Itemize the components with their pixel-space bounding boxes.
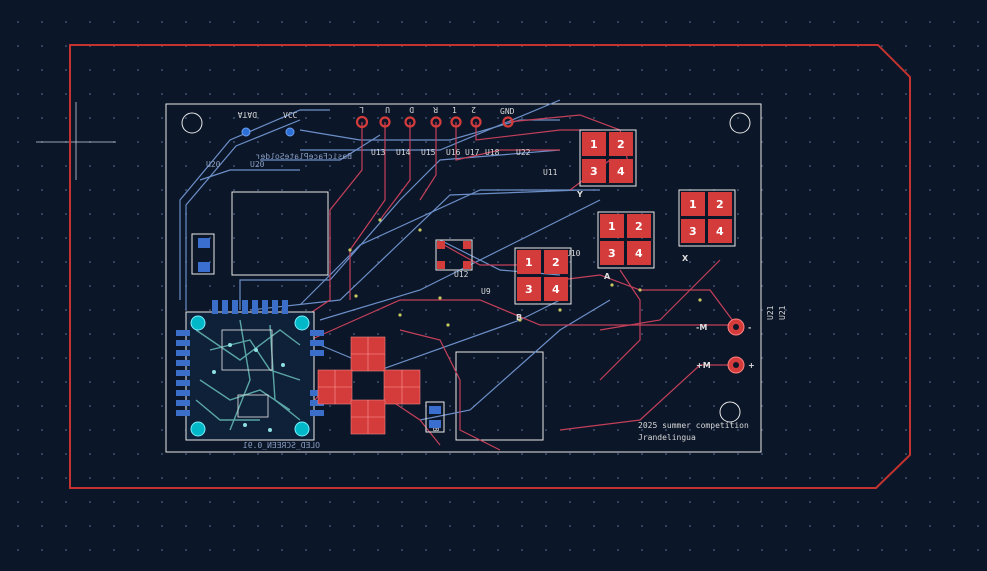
oled-screen-label: OLED_SCREEN_0.91: [243, 441, 320, 450]
button-footprint-y[interactable]: 1 2 3 4: [579, 129, 637, 187]
back-silkscreen: BasicFacePlateSolder U20 U20 OLED_SCREEN…: [206, 152, 352, 450]
header-pin-labels: DATA VCC L U D R 1 2 GND: [238, 105, 515, 120]
credit-line-2: Jrandelingua: [638, 433, 696, 442]
pin-label-1: 1: [452, 106, 457, 115]
pin-label-data: DATA: [238, 110, 257, 119]
svg-text:2: 2: [716, 198, 724, 211]
ref-u13: U13: [371, 148, 386, 157]
svg-text:1: 1: [590, 138, 598, 151]
svg-text:3: 3: [590, 165, 598, 178]
pin-label-vcc: VCC: [283, 111, 298, 120]
microcontroller-module[interactable]: [176, 300, 324, 441]
power-pads[interactable]: [727, 318, 745, 374]
label-b: B: [516, 313, 522, 322]
pin-label-gnd: GND: [500, 107, 515, 116]
crosshair-cursor-icon: [36, 102, 116, 180]
ref-u10: U10: [566, 249, 581, 258]
svg-text:3: 3: [608, 247, 616, 260]
ref-u22: U22: [516, 148, 531, 157]
power-labels: -M +M - +: [696, 323, 755, 370]
reference-designators: U13 U14 U15 U16 U17 U18 U22 U11 U12 U9 U…: [371, 148, 787, 432]
component-outline-top: [231, 191, 329, 276]
mounting-holes: [181, 112, 751, 423]
ref-u21-a: U21: [766, 305, 775, 320]
scattered-vias: [348, 218, 702, 327]
credit-line-1: 2025 summer competition: [638, 421, 749, 430]
label-minus: -: [748, 323, 751, 332]
svg-text:3: 3: [689, 225, 697, 238]
svg-text:2: 2: [617, 138, 625, 151]
connector-footprint-u8[interactable]: [425, 401, 445, 433]
ref-u14: U14: [396, 148, 411, 157]
ref-u11: U11: [543, 168, 558, 177]
ref-u17: U17: [465, 148, 480, 157]
svg-text:4: 4: [716, 225, 724, 238]
ref-u15: U15: [421, 148, 436, 157]
dpad-pad-details: [318, 337, 420, 434]
component-outline-bottom: [455, 351, 544, 441]
pin-label-r: R: [433, 105, 438, 114]
connector-footprint-left[interactable]: [191, 233, 215, 275]
svg-text:1: 1: [608, 220, 616, 233]
svg-text:3: 3: [525, 283, 533, 296]
ref-u21-b: U21: [778, 305, 787, 320]
ref-u18: U18: [485, 148, 500, 157]
svg-text:2: 2: [552, 256, 560, 269]
label-plus: +: [748, 361, 755, 370]
back-silk-u20-b: U20: [250, 160, 265, 169]
board-outline[interactable]: [165, 103, 762, 453]
header-vias[interactable]: [241, 115, 514, 137]
credit-text: 2025 summer competition Jrandelingua: [638, 421, 749, 442]
ref-u9: U9: [481, 287, 491, 296]
svg-text:2: 2: [635, 220, 643, 233]
label-x: X: [682, 254, 689, 263]
label-y: Y: [576, 190, 583, 199]
label-a: A: [604, 272, 611, 281]
svg-text:4: 4: [552, 283, 560, 296]
dpad-pad-clusters[interactable]: [317, 336, 421, 435]
edge-cuts-outline[interactable]: [69, 44, 911, 489]
component-u12[interactable]: [435, 239, 473, 271]
svg-text:1: 1: [689, 198, 697, 211]
button-footprint-x[interactable]: 1 2 3 4: [678, 189, 736, 247]
pin-label-d: D: [409, 105, 414, 114]
label-plus-m: +M: [696, 361, 711, 370]
ref-u12: U12: [454, 270, 469, 279]
back-silk-faceplate: BasicFacePlateSolder: [255, 152, 352, 161]
back-silk-u20-a: U20: [206, 160, 221, 169]
button-footprint-b[interactable]: 1 2 3 4: [514, 247, 572, 305]
pin-label-2: 2: [471, 105, 476, 114]
pin-label-u: U: [385, 105, 390, 114]
label-minus-m: -M: [696, 323, 707, 332]
pin-label-l: L: [359, 105, 364, 114]
svg-text:4: 4: [635, 247, 643, 260]
svg-text:4: 4: [617, 165, 625, 178]
ref-u16: U16: [446, 148, 461, 157]
svg-text:1: 1: [525, 256, 533, 269]
button-letter-labels: Y X A B: [516, 190, 689, 322]
button-footprint-a[interactable]: 1 2 3 4: [597, 211, 655, 269]
